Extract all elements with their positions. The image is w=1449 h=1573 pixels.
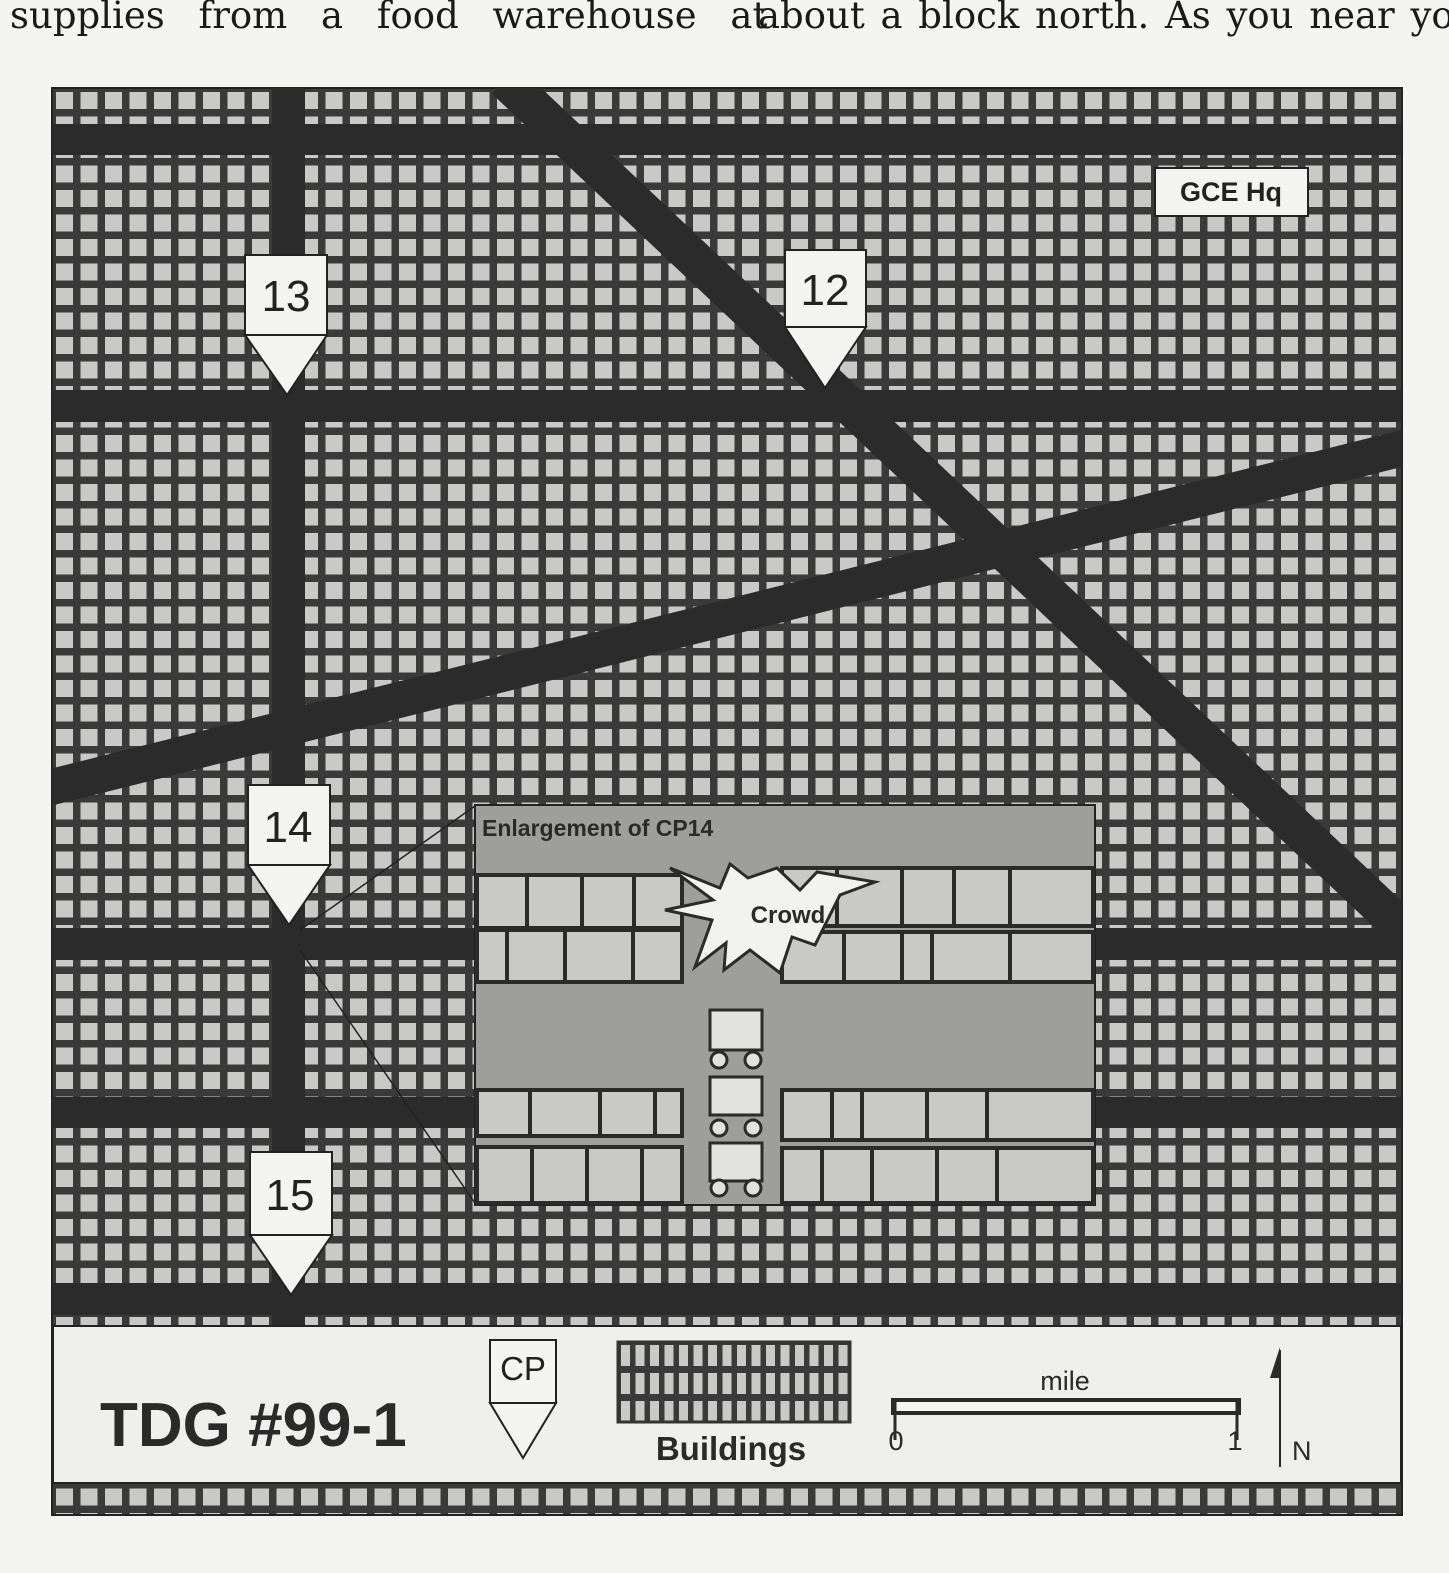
north-label: N: [1292, 1436, 1312, 1466]
road-horizontal: [52, 1283, 1402, 1315]
truck-icon: [708, 1141, 764, 1198]
hq-label: GCE Hq: [1180, 177, 1282, 207]
truck-icon: [708, 1008, 764, 1070]
legend-buildings-swatch: [616, 1340, 852, 1424]
checkpoint-label: 12: [801, 266, 850, 315]
vehicle-convoy: [708, 1008, 764, 1198]
enlargement-leader-line: [299, 949, 476, 1204]
scale-start-label: 0: [888, 1426, 903, 1456]
enlargement-leader-line: [299, 805, 476, 931]
scale-end-label: 1: [1227, 1426, 1242, 1456]
enlargement-title: Enlargement of CP14: [482, 815, 714, 841]
crowd-burst: Crowd: [664, 861, 881, 976]
crowd-label: Crowd: [751, 902, 826, 929]
checkpoint-12: 12: [783, 249, 868, 390]
body-text-left: supplies from a food warehouse at: [10, 0, 768, 37]
scale-bar: mile 0 1: [888, 1366, 1242, 1456]
map-area: GCE Hq 13 12 14 15 Enlargemen: [51, 87, 1403, 1516]
truck-icon: [708, 1075, 764, 1138]
north-arrow-icon: N: [1270, 1347, 1312, 1467]
enlargement-cp14: Enlargement of CP14 Crowd: [474, 804, 1096, 1206]
checkpoint-15: 15: [248, 1151, 334, 1297]
legend: TDG #99-1 CP Buildings mile 0 1 N: [52, 1325, 1402, 1484]
road-horizontal: [52, 124, 1402, 155]
body-text-right: about a block north. As you near you: [758, 0, 1449, 37]
road-diagonal: [52, 429, 1402, 806]
hq-label-box: GCE Hq: [1154, 167, 1309, 217]
checkpoint-13: 13: [243, 254, 329, 397]
checkpoint-14: 14: [246, 784, 332, 927]
legend-cp-symbol: CP: [488, 1339, 558, 1460]
road-diagonal: [491, 88, 1402, 949]
scale-unit-label: mile: [1040, 1366, 1090, 1396]
legend-buildings-label: Buildings: [656, 1430, 806, 1467]
checkpoint-label: 13: [262, 272, 311, 321]
legend-cp-label: CP: [500, 1350, 546, 1387]
checkpoint-label: 14: [264, 803, 313, 852]
legend-title: TDG #99-1: [100, 1391, 407, 1460]
checkpoint-label: 15: [266, 1171, 315, 1220]
road-horizontal: [52, 390, 1402, 422]
